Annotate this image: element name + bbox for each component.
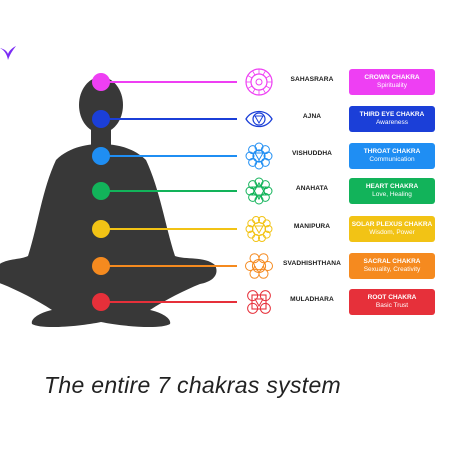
chakra-title: CROWN CHAKRA: [364, 74, 420, 81]
connector-line: [102, 155, 237, 157]
six-petal-crescent-icon: [245, 253, 273, 279]
sanskrit-name: SVADHISHTHANA: [283, 260, 341, 267]
chakra-dot: [92, 257, 110, 275]
caption: The entire 7 chakras system: [44, 372, 341, 398]
hexagram-lotus-icon: [245, 177, 273, 205]
chakra-meaning: Spirituality: [377, 82, 407, 89]
ten-petal-triangle-icon: [245, 215, 273, 243]
sanskrit-name: VISHUDDHA: [291, 150, 333, 157]
sixteen-petal-lotus-icon: [245, 142, 273, 170]
chakra-meaning: Wisdom, Power: [369, 229, 415, 236]
chakra-dot: [92, 220, 110, 238]
sanskrit-name: SAHASRARA: [290, 76, 334, 83]
chakra-dot: [92, 73, 110, 91]
chakra-meaning: Love, Healing: [372, 191, 412, 198]
chakra-dot: [92, 147, 110, 165]
chakra-meaning: Awareness: [375, 119, 409, 126]
sanskrit-name: MANIPURA: [293, 223, 331, 230]
chakra-title: SOLAR PLEXUS CHAKRA: [351, 221, 433, 228]
chakra-meaning: Communication: [369, 156, 415, 163]
chakra-meaning: Basic Trust: [375, 302, 409, 309]
connector-line: [102, 190, 237, 192]
connector-line: [102, 265, 237, 267]
chakra-dot: [92, 110, 110, 128]
lotus-thousand-petal-icon: [245, 68, 273, 96]
connector-line: [102, 81, 237, 83]
chakra-title: THROAT CHAKRA: [363, 148, 421, 155]
sanskrit-name: AJNA: [302, 113, 322, 120]
chakra-title: SACRAL CHAKRA: [363, 258, 421, 265]
chakra-title: ROOT CHAKRA: [367, 294, 417, 301]
chakra-title: THIRD EYE CHAKRA: [359, 111, 425, 118]
chakra-dot: [92, 293, 110, 311]
chakra-meaning: Sexuality, Creativity: [363, 266, 421, 273]
two-petal-eye-icon: [245, 110, 273, 128]
sanskrit-name: ANAHATA: [295, 185, 329, 192]
connector-line: [102, 301, 237, 303]
connector-line: [102, 228, 237, 230]
four-petal-square-icon: [247, 290, 271, 314]
chakra-title: HEART CHAKRA: [365, 183, 419, 190]
sanskrit-name: MULADHARA: [290, 296, 334, 303]
chakra-dot: [92, 182, 110, 200]
connector-line: [102, 118, 237, 120]
brand-logo-icon: [0, 46, 16, 60]
